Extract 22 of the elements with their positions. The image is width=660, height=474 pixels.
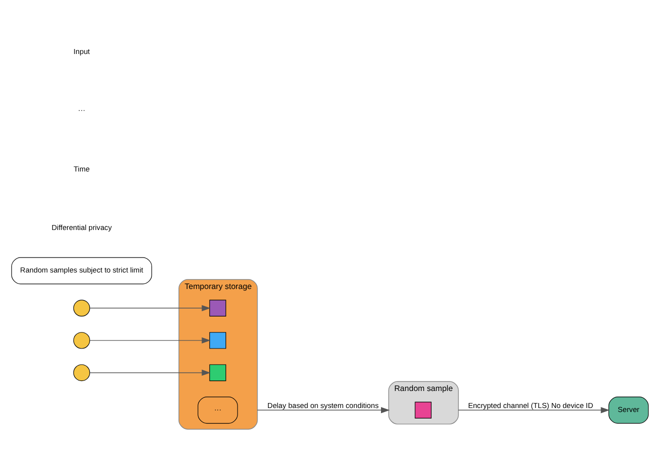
label: ··· [78,106,86,115]
node-box [209,332,226,349]
edge-label: Delay based on system conditions [267,400,379,410]
node-box: Random samples subject to strict limit [11,257,152,284]
arrow [257,407,390,414]
node-box: Server [608,396,649,424]
arrow [89,305,211,312]
node-box [209,300,226,317]
node-box: ··· [198,396,238,424]
node-box [209,364,226,382]
cluster: Random sample [388,381,459,424]
node-box [414,402,432,418]
node-circle [73,364,90,382]
node-circle [73,332,90,349]
arrow [89,337,211,344]
arrow [89,370,211,376]
label: Differential privacy [52,223,112,232]
node-circle [73,300,90,317]
edge-label: Encrypted channel (TLS) No device ID [468,400,594,410]
label: Time [74,164,90,174]
arrow [458,407,610,414]
label: Input [74,46,90,56]
